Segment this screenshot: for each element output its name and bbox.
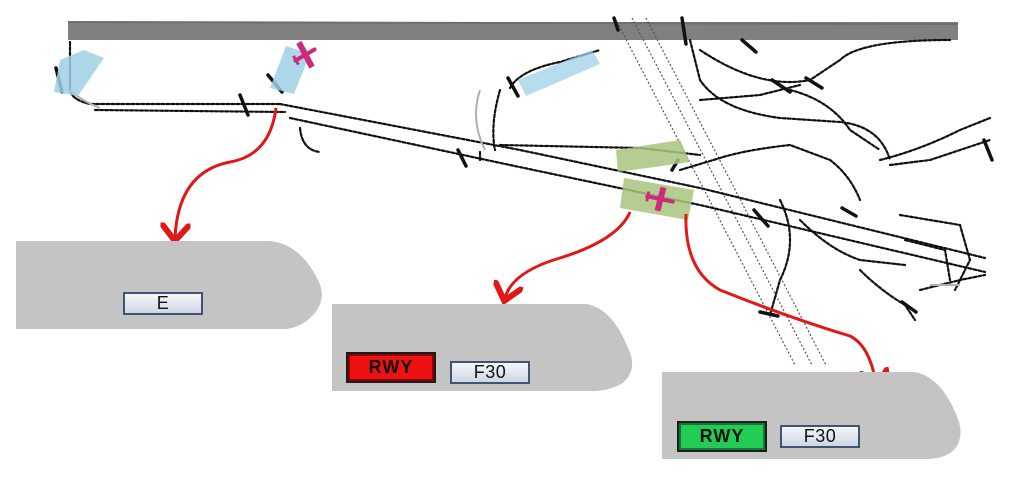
stopbar-highlight-blue-3 (518, 50, 600, 96)
rwy-alert-badge: RWY (346, 352, 436, 383)
stopbar-highlight-green-1 (616, 140, 690, 172)
runway-band (68, 22, 958, 40)
curved-arrow-icon (175, 107, 278, 238)
label-f30: F30 (450, 361, 530, 384)
runway-band-texture (67, 21, 959, 25)
airplane-icon (645, 186, 675, 212)
airplane-icon (292, 40, 317, 69)
label-f30: F30 (780, 425, 860, 448)
rwy-clear-badge: RWY (677, 421, 767, 452)
label-e: E (123, 292, 203, 315)
curved-arrow-icon (505, 211, 632, 298)
stopbar-highlight-blue-1 (54, 50, 104, 96)
curved-arrow-icon (684, 213, 876, 384)
